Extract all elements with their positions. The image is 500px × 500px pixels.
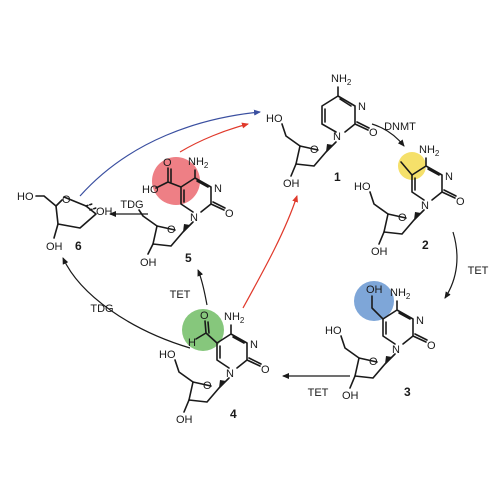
c5-carbonyl-o: O [225, 208, 234, 220]
c5-amine: NH2 [188, 156, 209, 170]
c4-ring-o: O [203, 380, 212, 392]
compound-6: O OH HO OH 6 [17, 191, 113, 253]
c4-n3: N [250, 339, 258, 351]
c1-5oh: HO [266, 113, 283, 125]
highlight-carboxyl-red [152, 157, 200, 205]
c4-3oh: OH [176, 414, 193, 426]
c6-5oh: HO [17, 191, 34, 203]
c4-number: 4 [230, 407, 237, 421]
compound-5: NH2 O HO N N O O OH 5 [138, 156, 234, 269]
arrow-1-to-2-dnmt [371, 123, 405, 147]
compound-4: NH2 O H N N O O HO OH 4 [159, 310, 270, 426]
c6-3oh: OH [46, 241, 63, 253]
arrow-4-to-5-tet [197, 269, 208, 306]
c2-n1: N [421, 200, 429, 212]
c1-n1: N [333, 131, 341, 143]
label-tet-4-5: TET [170, 289, 191, 301]
c3-n3: N [416, 315, 424, 327]
c3-hydroxyl: OH [366, 284, 383, 296]
c3-carbonyl-o: O [427, 340, 436, 352]
c5-carboxyl-o: O [163, 157, 172, 169]
c1-amine: NH2 [331, 73, 352, 87]
label-tdg-4-6: TDG [90, 303, 113, 315]
c2-n3: N [445, 171, 453, 183]
c2-amine: NH2 [419, 144, 440, 158]
label-tet-3-4: TET [308, 387, 329, 399]
c3-n1: N [392, 344, 400, 356]
arrow-6-to-1-blue [79, 109, 261, 197]
c6-anomeric-oh: OH [96, 206, 113, 218]
c5-number: 5 [185, 251, 192, 265]
compound-1: NH2 N N O O HO OH 1 [266, 73, 378, 190]
c4-carbonyl-o: O [261, 364, 270, 376]
arrow-4-to-6-tdg [62, 257, 191, 349]
arrow-4-to-1-red [242, 195, 298, 309]
c3-ring-o: O [369, 356, 378, 368]
c4-formyl-h: H [188, 337, 196, 349]
c1-carbonyl-o: O [369, 127, 378, 139]
c1-number: 1 [334, 170, 341, 184]
c2-5oh: HO [354, 181, 371, 193]
arrow-2-to-3-tet [444, 231, 458, 299]
c3-3oh: OH [342, 390, 359, 402]
c4-amine: NH2 [224, 311, 245, 325]
c2-ring-o: O [398, 212, 407, 224]
c5-n1: N [190, 212, 198, 224]
c1-n3: N [358, 101, 366, 113]
c2-3oh: OH [371, 246, 388, 258]
c5-ring-o: O [167, 224, 176, 236]
compound-3: NH2 OH N N O O HO OH 3 [325, 284, 436, 402]
c4-5oh: HO [159, 349, 176, 361]
highlight-methyl-yellow [398, 152, 426, 180]
label-tet-2-3: TET [468, 265, 489, 277]
c3-5oh: HO [325, 325, 342, 337]
c5-3oh: OH [140, 257, 157, 269]
c2-carbonyl-o: O [456, 196, 465, 208]
compound-2: NH2 N N O O HO OH 2 [354, 144, 465, 258]
label-dnmt: DNMT [384, 121, 416, 133]
c5-n3: N [214, 183, 222, 195]
c3-number: 3 [404, 385, 411, 399]
c3-amine: NH2 [390, 287, 411, 301]
label-tdg-5-6: TDG [120, 199, 143, 211]
c6-number: 6 [75, 239, 82, 253]
c5-carboxyl-oh: HO [142, 184, 159, 196]
c2-number: 2 [422, 238, 429, 252]
c6-ring-o: O [62, 194, 71, 206]
highlight-hydroxymethyl-blue [354, 281, 394, 321]
c1-3oh: OH [283, 178, 300, 190]
c4-n1: N [226, 368, 234, 380]
c1-ring-o: O [310, 144, 319, 156]
c4-formyl-o: O [200, 310, 209, 322]
arrow-5-to-1-red [179, 122, 249, 153]
